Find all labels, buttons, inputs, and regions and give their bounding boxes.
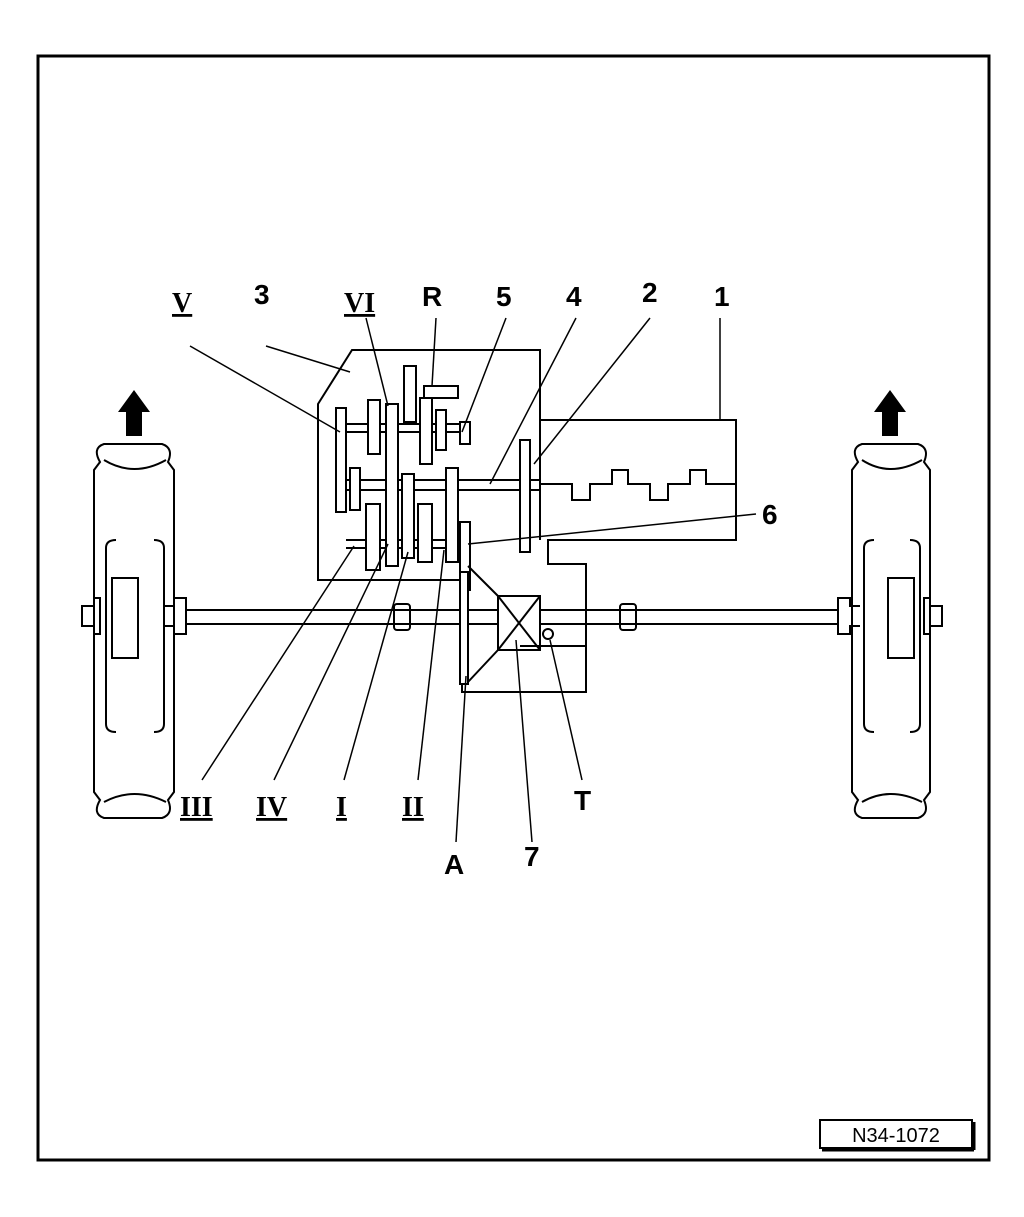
label-a: A bbox=[444, 849, 464, 880]
label-5: 5 bbox=[496, 281, 512, 312]
figure-id-box: N34-1072 bbox=[819, 1119, 976, 1152]
label-gear-i: I bbox=[336, 792, 347, 823]
labels: V 3 VI R 5 4 2 1 6 III IV I II A 7 T bbox=[172, 277, 778, 880]
figure-id: N34-1072 bbox=[852, 1125, 940, 1147]
label-7: 7 bbox=[524, 841, 540, 872]
label-2: 2 bbox=[642, 277, 658, 308]
label-gear-iii: III bbox=[180, 792, 213, 823]
label-gear-v: V bbox=[172, 288, 192, 319]
left-direction-arrow-icon bbox=[118, 390, 150, 436]
label-gear-vi: VI bbox=[344, 288, 375, 319]
right-wheel bbox=[851, 443, 931, 819]
label-reverse: R bbox=[422, 281, 442, 312]
label-gear-iv: IV bbox=[256, 792, 287, 823]
label-gear-ii: II bbox=[402, 792, 424, 823]
label-1: 1 bbox=[714, 281, 730, 312]
outer-border bbox=[36, 54, 991, 1162]
leader-lines bbox=[189, 317, 757, 843]
label-t: T bbox=[574, 785, 591, 816]
label-3: 3 bbox=[254, 279, 270, 310]
label-4: 4 bbox=[566, 281, 582, 312]
gear-set bbox=[335, 365, 586, 685]
right-direction-arrow-icon bbox=[874, 390, 906, 436]
left-wheel bbox=[93, 443, 175, 819]
label-6: 6 bbox=[762, 499, 778, 530]
